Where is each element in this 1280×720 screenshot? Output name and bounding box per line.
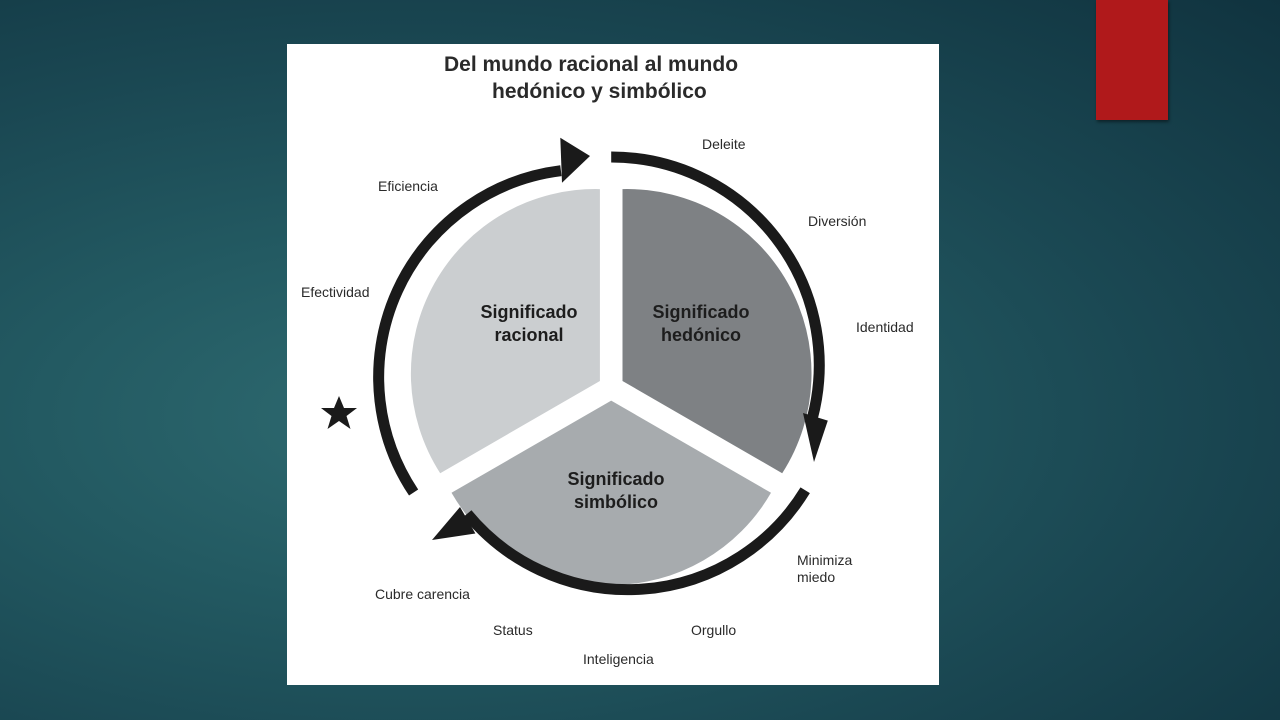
label-inteligencia: Inteligencia xyxy=(583,651,654,667)
label-status: Status xyxy=(493,622,533,638)
arrow-arc-hedonico xyxy=(611,151,825,420)
label-miedo: miedo xyxy=(797,569,835,585)
label-orgullo: Orgullo xyxy=(691,622,736,638)
diagram-title-line1: Del mundo racional al mundo xyxy=(444,53,738,76)
accent-tab xyxy=(1096,0,1168,120)
segment-simbolico-label-line1: Significado xyxy=(567,469,664,489)
segment-simbolico xyxy=(451,400,771,586)
label-eficiencia: Eficiencia xyxy=(378,178,438,194)
segment-racional-label-line2: racional xyxy=(494,325,563,345)
segment-hedonico-label-line2: hedónico xyxy=(661,325,741,345)
arrow-head-hedonico xyxy=(803,413,828,462)
diagram-figure: Del mundo racional al mundo hedónico y s… xyxy=(287,44,939,685)
segment-racional-label-line1: Significado xyxy=(480,302,577,322)
label-deleite: Deleite xyxy=(702,136,746,152)
label-identidad: Identidad xyxy=(856,319,914,335)
arrow-arc-simbolico xyxy=(462,487,810,596)
segment-hedonico xyxy=(622,189,812,474)
diagram-svg: Del mundo racional al mundo hedónico y s… xyxy=(301,53,914,667)
diagram-title-line2: hedónico y simbólico xyxy=(492,80,707,103)
arrow-arc-racional xyxy=(373,165,562,496)
label-cubre-carencia: Cubre carencia xyxy=(375,586,470,602)
segment-simbolico-label-line2: simbólico xyxy=(574,492,658,512)
star-icon xyxy=(321,396,357,429)
label-minimiza: Minimiza xyxy=(797,552,852,568)
cycle-arrows xyxy=(373,137,828,596)
segment-hedonico-label-line1: Significado xyxy=(652,302,749,322)
label-diversion: Diversión xyxy=(808,213,866,229)
label-efectividad: Efectividad xyxy=(301,284,369,300)
arrow-head-simbolico xyxy=(432,507,476,540)
arrow-head-racional xyxy=(560,137,590,183)
segment-racional xyxy=(410,189,600,474)
